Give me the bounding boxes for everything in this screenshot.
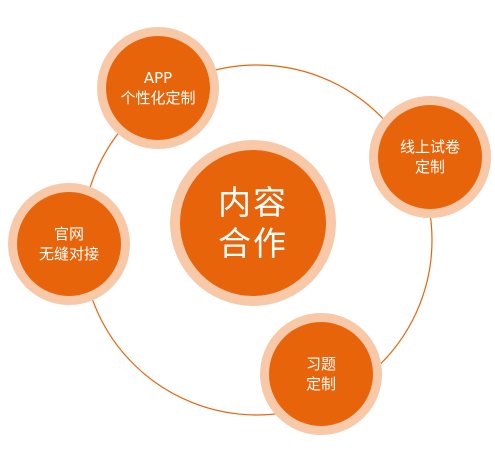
app-node-line1: APP: [143, 68, 173, 87]
center-node: 内容 合作: [180, 150, 326, 296]
exercise-node-line1: 习题: [305, 354, 336, 373]
exam-node-line1: 线上试卷: [399, 137, 460, 156]
website-node-line1: 官网: [53, 224, 84, 243]
center-node-line1: 内容: [218, 182, 288, 222]
exercise-node: 习题 定制: [269, 322, 373, 426]
website-node-line2: 无缝对接: [38, 245, 99, 263]
app-node: APP 个性化定制: [106, 36, 210, 140]
exam-node-line2: 定制: [414, 158, 445, 176]
exercise-node-line2: 定制: [305, 375, 336, 393]
exam-node: 线上试卷 定制: [378, 105, 482, 209]
website-node: 官网 无缝对接: [17, 192, 121, 296]
center-node-line2: 合作: [218, 224, 288, 263]
app-node-line2: 个性化定制: [120, 89, 196, 107]
